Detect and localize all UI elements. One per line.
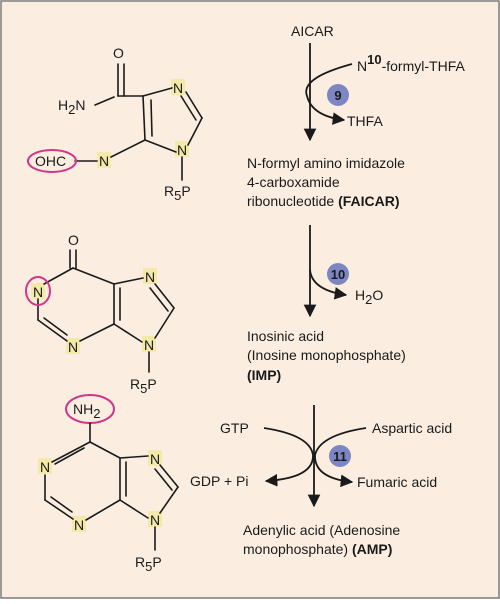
step11-left-arrow xyxy=(263,427,314,487)
imp-n3: N xyxy=(68,339,78,355)
step10-badge xyxy=(327,263,349,285)
step11-output-left: GDP + Pi xyxy=(190,473,249,489)
step10-badge-label: 10 xyxy=(331,267,345,282)
amp-n3: N xyxy=(74,517,84,533)
imp-n1-highlight xyxy=(31,283,45,299)
faicar-name-line1: N-formyl amino imidazole xyxy=(247,155,405,171)
imp-carbonyl-o: O xyxy=(68,232,79,248)
imp-name-line2: (Inosine monophosphate) xyxy=(247,347,406,363)
step11-badge xyxy=(329,445,351,467)
imp-ribose: R5P xyxy=(130,376,157,396)
step11-right-arrow xyxy=(314,427,367,488)
amp-name-line1: Adenylic acid (Adenosine xyxy=(243,522,400,538)
faicar-amide-n: H2N xyxy=(58,97,85,117)
faicar-name-line3: ribonucleotide (FAICAR) xyxy=(247,193,400,209)
faicar-ring-n-bottom: N xyxy=(177,142,187,158)
amp-n1-highlight xyxy=(38,458,52,474)
amp-n9-highlight xyxy=(148,511,162,527)
faicar-name-line2: 4-carboxamide xyxy=(247,174,340,190)
faicar-ribose: R5P xyxy=(164,183,191,203)
step9-badge xyxy=(327,84,349,106)
step11-output-right: Fumaric acid xyxy=(357,474,437,490)
imp-name-line1: Inosinic acid xyxy=(247,328,324,344)
step10-side-arrow xyxy=(309,269,348,300)
step9-side-arrow xyxy=(305,63,353,125)
amp-name-line2: monophosphate) (AMP) xyxy=(243,541,392,557)
imp-n9: N xyxy=(144,337,154,353)
step11-input-left: GTP xyxy=(220,420,249,436)
step10-output: H2O xyxy=(355,287,383,307)
imp-n1: N xyxy=(33,284,43,300)
amp-n3-highlight xyxy=(72,516,86,532)
amp-n7-highlight xyxy=(148,450,162,466)
imp-n3-highlight xyxy=(66,338,80,354)
step9-badge-label: 9 xyxy=(334,88,341,103)
step9-input: N10-formyl-THFA xyxy=(357,52,465,74)
imp-n7: N xyxy=(145,269,155,285)
formyl-group-circle xyxy=(27,149,77,173)
amp-n1: N xyxy=(40,459,50,475)
imp-name-line3: (IMP) xyxy=(247,367,281,383)
step9-output: THFA xyxy=(347,113,383,129)
faicar-structure: O H2N N N N OHC R5P xyxy=(27,45,203,203)
amp-n9: N xyxy=(150,512,160,528)
ring-n-bottom-highlight xyxy=(175,141,189,157)
amp-ribose: R5P xyxy=(135,554,162,574)
faicar-formyl-group: OHC xyxy=(35,153,66,169)
amp-amino: NH2 xyxy=(73,401,100,421)
start-substrate-aicar: AICAR xyxy=(291,23,334,39)
imp-n9-highlight xyxy=(142,336,156,352)
faicar-carbonyl-o: O xyxy=(113,45,124,61)
imp-n1-circle xyxy=(25,276,51,306)
step11-input-right: Aspartic acid xyxy=(372,420,452,436)
imp-structure: O N N N N R5P xyxy=(25,232,175,396)
step11-badge-label: 11 xyxy=(333,449,347,464)
reaction-pathway: AICAR 9 N10-formyl-THFA THFA N-formyl am… xyxy=(190,23,465,557)
faicar-ring-n-top: N xyxy=(173,80,183,96)
imp-n7-highlight xyxy=(143,268,157,284)
ring-n-top-highlight xyxy=(171,79,185,95)
amp-n7: N xyxy=(150,451,160,467)
amp-structure: NH2 N N N N R5P xyxy=(38,394,179,574)
faicar-link-n: N xyxy=(99,153,109,169)
link-n-highlight xyxy=(97,152,111,168)
